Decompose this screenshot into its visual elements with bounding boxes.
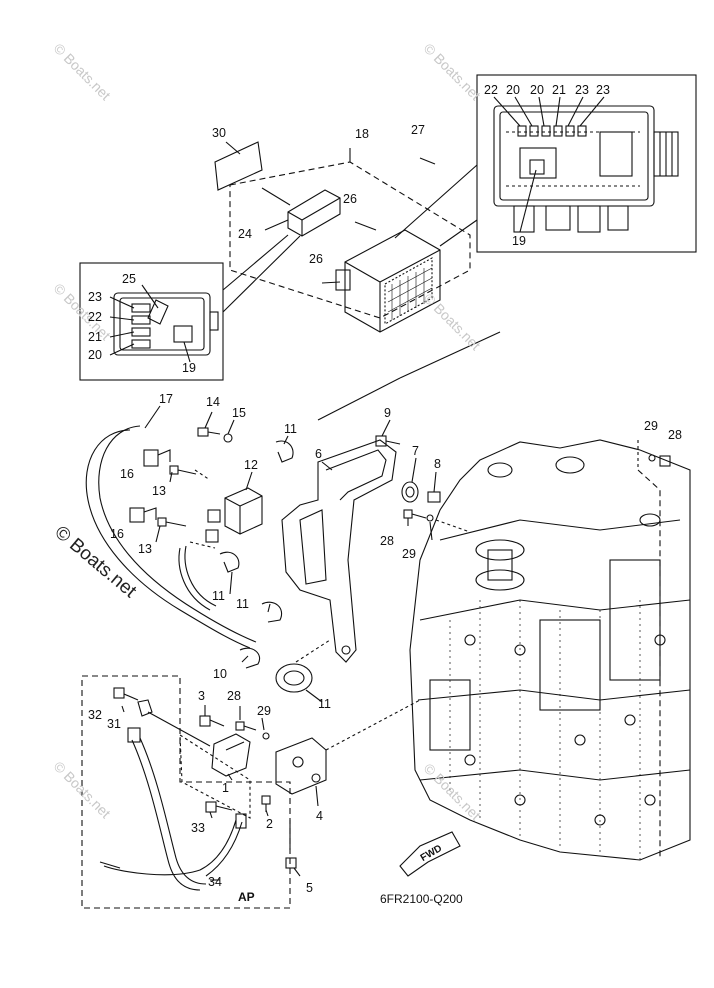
bolt-3 <box>199 715 225 727</box>
harness-17 <box>85 429 251 649</box>
callout-11-d: 11 <box>318 697 331 711</box>
bolt-28-upper <box>659 455 671 467</box>
callout-14: 14 <box>206 395 220 409</box>
grommet-7 <box>401 481 419 503</box>
callout-20-a: 20 <box>506 83 520 97</box>
callout-18: 18 <box>355 127 369 141</box>
callout-22-b: 22 <box>88 310 102 324</box>
callout-13-a: 13 <box>152 484 166 498</box>
ap-label: AP <box>238 890 255 904</box>
callout-5: 5 <box>306 881 313 895</box>
callout-8: 8 <box>434 457 441 471</box>
callout-19-inset-left: 19 <box>182 361 196 375</box>
cover-24 <box>287 189 341 237</box>
engine-block <box>409 439 691 861</box>
bolt-2 <box>261 795 271 812</box>
callout-30: 30 <box>212 126 226 140</box>
callout-22-a: 22 <box>484 83 498 97</box>
callout-20-b: 20 <box>530 83 544 97</box>
callout-25: 25 <box>122 272 136 286</box>
ecu-unit-drawing <box>493 105 679 233</box>
callout-31: 31 <box>107 717 121 731</box>
callout-20-c: 20 <box>88 348 102 362</box>
bolt-28-lower <box>235 721 257 731</box>
relay-12 <box>205 487 263 543</box>
washer-29-lower <box>262 732 270 740</box>
callout-3: 3 <box>198 689 205 703</box>
callout-26-a: 26 <box>343 192 357 206</box>
callout-7: 7 <box>412 444 419 458</box>
clamp-16-upper <box>143 449 171 467</box>
clamp-11-d <box>275 663 313 693</box>
callout-29-upper: 29 <box>644 419 658 433</box>
callout-15: 15 <box>232 406 246 420</box>
ecu-body <box>335 229 441 333</box>
callout-32: 32 <box>88 708 102 722</box>
label-sheet-30 <box>214 141 263 191</box>
terminal-31 <box>137 699 153 717</box>
ap-option-outline <box>81 675 291 909</box>
clamp-11-c <box>261 601 282 623</box>
inset-cover-wiring <box>79 262 224 381</box>
cover-inner-drawing <box>113 292 219 356</box>
callout-23-c: 23 <box>88 290 102 304</box>
callout-4: 4 <box>316 809 323 823</box>
clamp-1 <box>211 733 251 777</box>
callout-11-b: 11 <box>212 589 225 603</box>
callout-24: 24 <box>238 227 252 241</box>
callout-9: 9 <box>384 406 391 420</box>
callout-11-a: 11 <box>284 422 297 436</box>
cable-34 <box>131 739 201 891</box>
washer-15 <box>223 433 233 443</box>
bolt-5 <box>285 857 297 869</box>
clamp-11-b <box>219 551 240 573</box>
callout-29-mid: 29 <box>402 547 416 561</box>
callout-28-lower: 28 <box>227 689 241 703</box>
callout-26-b: 26 <box>309 252 323 266</box>
plate-4 <box>275 737 327 795</box>
diagram-code: 6FR2100-Q200 <box>380 892 463 906</box>
callout-28-upper: 28 <box>668 428 682 442</box>
inset-ecu-connectors <box>476 74 697 253</box>
callout-12: 12 <box>244 458 258 472</box>
callout-2: 2 <box>266 817 273 831</box>
clamp-16-lower <box>129 507 157 523</box>
clamp-11-a <box>275 440 294 463</box>
callout-17: 17 <box>159 392 173 406</box>
callout-6: 6 <box>315 447 322 461</box>
callout-33: 33 <box>191 821 205 835</box>
bracket-6 <box>281 439 397 663</box>
callout-21-a: 21 <box>552 83 566 97</box>
collar-8 <box>427 491 441 503</box>
callout-16-a: 16 <box>120 467 134 481</box>
bolt-14 <box>197 427 221 437</box>
callout-29-lower: 29 <box>257 704 271 718</box>
callout-1: 1 <box>222 781 229 795</box>
callout-21-b: 21 <box>88 330 102 344</box>
bolt-9 <box>375 435 401 447</box>
callout-28-mid: 28 <box>380 534 394 548</box>
callout-13-b: 13 <box>138 542 152 556</box>
callout-11-c: 11 <box>236 597 249 611</box>
clamp-10 <box>239 647 260 669</box>
callout-10: 10 <box>213 667 227 681</box>
callout-16-b: 16 <box>110 527 124 541</box>
callout-23-b: 23 <box>596 83 610 97</box>
bolt-33 <box>205 801 233 813</box>
callout-27: 27 <box>411 123 425 137</box>
callout-23-a: 23 <box>575 83 589 97</box>
bolt-32 <box>113 687 139 701</box>
callout-34: 34 <box>208 875 222 889</box>
fwd-arrow <box>399 831 461 877</box>
callout-19-inset-right: 19 <box>512 234 526 248</box>
